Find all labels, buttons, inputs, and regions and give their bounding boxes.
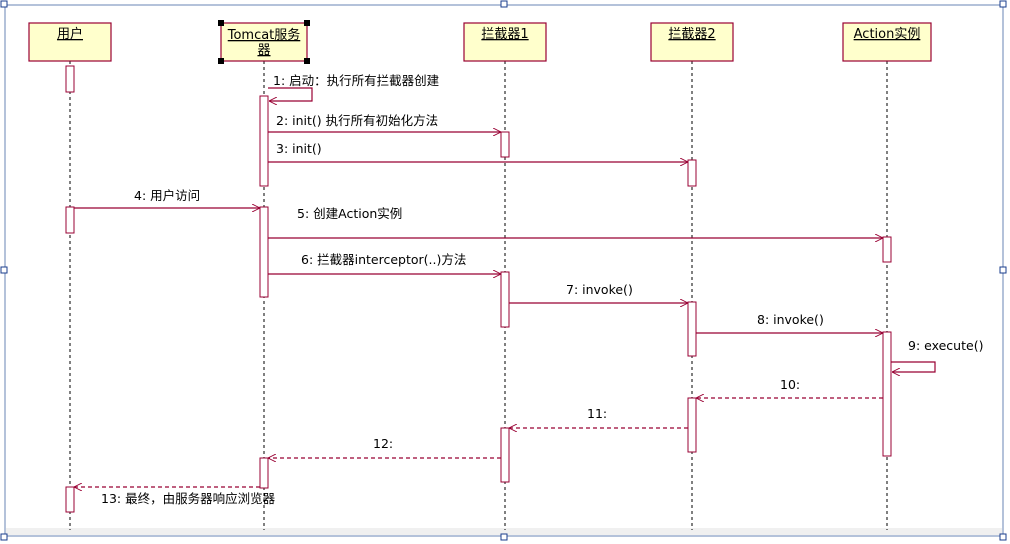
activation-bar xyxy=(687,397,697,453)
participant-3[interactable]: 拦截器2 xyxy=(650,22,734,62)
frame-handle-3[interactable] xyxy=(0,266,8,274)
participant-box[interactable] xyxy=(463,22,547,62)
participant-0[interactable]: 用户 xyxy=(28,22,112,62)
activation-bar xyxy=(500,427,510,483)
message-label: 11: xyxy=(587,406,607,421)
participant-label: Tomcat服务 xyxy=(227,27,301,43)
activation-bars xyxy=(65,65,892,513)
message-11: 11: xyxy=(509,406,688,428)
message-arrow xyxy=(268,87,313,101)
frame-handle-7[interactable] xyxy=(999,533,1007,541)
frame-handle-2[interactable] xyxy=(999,0,1007,8)
message-2: 2: init() 执行所有初始化方法 xyxy=(268,113,501,132)
selection-handle-2[interactable] xyxy=(218,58,224,64)
message-4: 4: 用户访问 xyxy=(74,188,260,208)
activation-bar xyxy=(687,301,697,357)
message-label: 9: execute() xyxy=(908,338,983,353)
frame-handle-6[interactable] xyxy=(500,533,508,541)
selection-handles[interactable] xyxy=(218,20,310,64)
activation-bar xyxy=(65,206,75,234)
message-label: 6: 拦截器interceptor(..)方法 xyxy=(301,252,466,267)
frame-handle-5[interactable] xyxy=(0,533,8,541)
message-label: 12: xyxy=(373,436,393,451)
message-label: 5: 创建Action实例 xyxy=(297,206,402,221)
message-label: 2: init() 执行所有初始化方法 xyxy=(276,113,438,128)
selection-handle-1[interactable] xyxy=(304,20,310,26)
message-label: 8: invoke() xyxy=(757,312,824,327)
message-5: 5: 创建Action实例 xyxy=(268,206,883,238)
frame-handle-4[interactable] xyxy=(999,266,1007,274)
selection-handle-0[interactable] xyxy=(218,20,224,26)
activation-bar xyxy=(65,65,75,93)
participant-2[interactable]: 拦截器1 xyxy=(463,22,547,62)
activation-bar xyxy=(259,206,269,298)
activation-bar xyxy=(500,131,510,158)
participant-box[interactable] xyxy=(220,22,308,62)
message-10: 10: xyxy=(696,377,883,398)
message-6: 6: 拦截器interceptor(..)方法 xyxy=(268,252,501,274)
message-label: 1: 启动：执行所有拦截器创建 xyxy=(273,73,440,88)
diagram-footer-strip xyxy=(6,528,1002,535)
messages: 1: 启动：执行所有拦截器创建 2: init() 执行所有初始化方法 3: ini… xyxy=(74,73,983,506)
participant-4[interactable]: Action实例 xyxy=(842,22,932,62)
activation-bar xyxy=(65,486,75,513)
frame-handle-0[interactable] xyxy=(0,0,8,8)
participant-box[interactable] xyxy=(28,22,112,62)
message-label: 10: xyxy=(780,377,800,392)
participant-label: 拦截器2 xyxy=(668,27,715,42)
participant-label: 拦截器1 xyxy=(481,27,528,42)
message-arrow xyxy=(891,361,936,372)
participant-box[interactable] xyxy=(842,22,932,62)
activation-bar xyxy=(500,271,510,328)
participant-box[interactable] xyxy=(650,22,734,62)
message-8: 8: invoke() xyxy=(696,312,883,333)
activation-bar xyxy=(259,457,269,489)
message-label: 3: init() xyxy=(276,141,322,156)
message-label: 4: 用户访问 xyxy=(134,188,200,203)
participant-label-cont: 器 xyxy=(257,43,270,58)
message-label: 13: 最终，由服务器响应浏览器 xyxy=(101,491,276,506)
participant-label: 用户 xyxy=(57,26,83,42)
activation-bar xyxy=(259,95,269,187)
activation-bar xyxy=(882,331,892,457)
message-9: 9: execute() xyxy=(891,338,983,372)
message-12: 12: xyxy=(268,436,501,458)
participant-label: Action实例 xyxy=(854,27,921,42)
activation-bar xyxy=(687,159,697,187)
frame-handle-1[interactable] xyxy=(500,0,508,8)
message-7: 7: invoke() xyxy=(509,282,688,303)
activation-bar xyxy=(882,236,892,263)
selection-handle-3[interactable] xyxy=(304,58,310,64)
message-13: 13: 最终，由服务器响应浏览器 xyxy=(74,487,276,506)
message-3: 3: init() xyxy=(268,141,688,162)
message-label: 7: invoke() xyxy=(566,282,633,297)
lifelines xyxy=(69,61,888,530)
message-1: 1: 启动：执行所有拦截器创建 xyxy=(268,73,440,101)
